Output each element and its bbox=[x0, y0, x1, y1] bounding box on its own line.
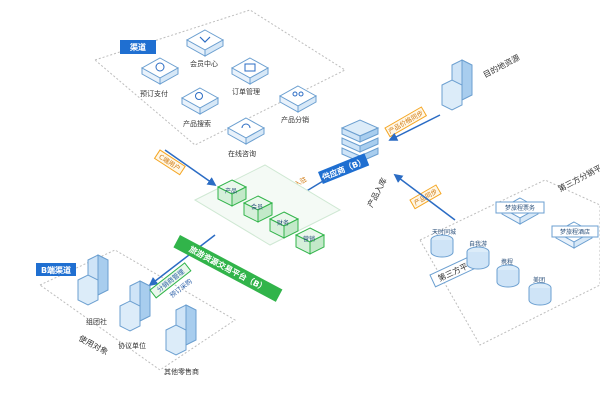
svg-text:梦旅程票务: 梦旅程票务 bbox=[505, 204, 535, 212]
channel-tile-product-distribution bbox=[279, 85, 317, 113]
channel-label-product-search: 产品搜索 bbox=[183, 119, 211, 128]
network-icon bbox=[292, 91, 298, 97]
platform-box-product-label: 产品 bbox=[225, 187, 237, 195]
left-building-other-retailer bbox=[165, 304, 197, 356]
supplier-side-label: 产品入库 bbox=[365, 176, 389, 209]
search-icon bbox=[195, 92, 203, 100]
right-group-side-label: 第三方分销平台 bbox=[556, 159, 600, 194]
channel-label-booking-payment: 预订支付 bbox=[140, 89, 168, 98]
arrow-channel-to-platform bbox=[164, 149, 217, 187]
platform-box-member-label: 会员 bbox=[251, 203, 263, 211]
channel-group-title: 渠道 bbox=[120, 40, 156, 54]
channel-tile-member-center bbox=[186, 29, 224, 57]
channel-tile-online-consult bbox=[227, 117, 265, 145]
check-icon bbox=[199, 36, 211, 43]
channel-group-outline bbox=[93, 9, 347, 146]
svg-text:梦旅程酒店: 梦旅程酒店 bbox=[560, 228, 590, 236]
destination-resource-label: 目的地资源 bbox=[481, 52, 521, 80]
left-label-other-retailer: 其他零售商 bbox=[164, 367, 199, 376]
left-label-group-agency: 组团社 bbox=[86, 317, 107, 326]
coin-icon bbox=[155, 62, 165, 72]
channel-tile-product-search bbox=[181, 87, 219, 115]
left-label-agreement: 协议单位 bbox=[118, 341, 146, 350]
disk-tianshi-label: 天时同城 bbox=[432, 228, 456, 236]
channel-label-order-management: 订单管理 bbox=[232, 87, 260, 96]
left-building-agreement bbox=[119, 280, 151, 332]
dream-hotel-tag: 梦旅程酒店 bbox=[551, 225, 599, 238]
channel-label-product-distribution: 产品分销 bbox=[281, 115, 309, 124]
platform-box-marketing-label: 营销 bbox=[303, 235, 315, 243]
left-building-group-agency bbox=[77, 254, 109, 306]
channel-tile-booking-payment bbox=[141, 57, 179, 85]
arrow-thirdparty-to-supplier bbox=[393, 173, 456, 221]
svg-text:渠道: 渠道 bbox=[129, 42, 146, 52]
disk-ctrip-label: 携程 bbox=[501, 258, 513, 266]
svg-text:B端渠道: B端渠道 bbox=[41, 265, 71, 275]
arrow-platform-to-left bbox=[148, 234, 216, 287]
svg-text:旅游资源交易平台（B）: 旅游资源交易平台（B） bbox=[188, 244, 269, 293]
disk-ziwoyou bbox=[466, 246, 490, 270]
channel-label-online-consult: 在线咨询 bbox=[228, 149, 256, 158]
platform-box-finance-label: 财务 bbox=[277, 219, 289, 227]
dream-tickets-tag: 梦旅程票务 bbox=[495, 201, 545, 214]
disk-ziwoyou-label: 自我游 bbox=[469, 240, 487, 248]
left-group-side-label: 使用对象 bbox=[77, 333, 110, 357]
list-icon bbox=[244, 63, 256, 72]
platform-label-bar: 旅游资源交易平台（B） bbox=[173, 235, 283, 302]
left-group-title: B端渠道 bbox=[36, 263, 76, 276]
right-group-outline bbox=[419, 179, 600, 346]
left-group-outline bbox=[39, 249, 236, 371]
disk-tianshi bbox=[430, 234, 454, 258]
channel-label-member-center: 会员中心 bbox=[190, 59, 218, 68]
channel-tile-order-management bbox=[231, 57, 269, 85]
destination-resource-building bbox=[441, 59, 473, 111]
disk-ctrip bbox=[496, 264, 520, 288]
headset-icon bbox=[241, 123, 251, 129]
arrow-resource-to-supplier bbox=[388, 114, 441, 141]
disk-meituan-label: 美团 bbox=[533, 276, 545, 284]
disk-meituan bbox=[528, 282, 552, 306]
